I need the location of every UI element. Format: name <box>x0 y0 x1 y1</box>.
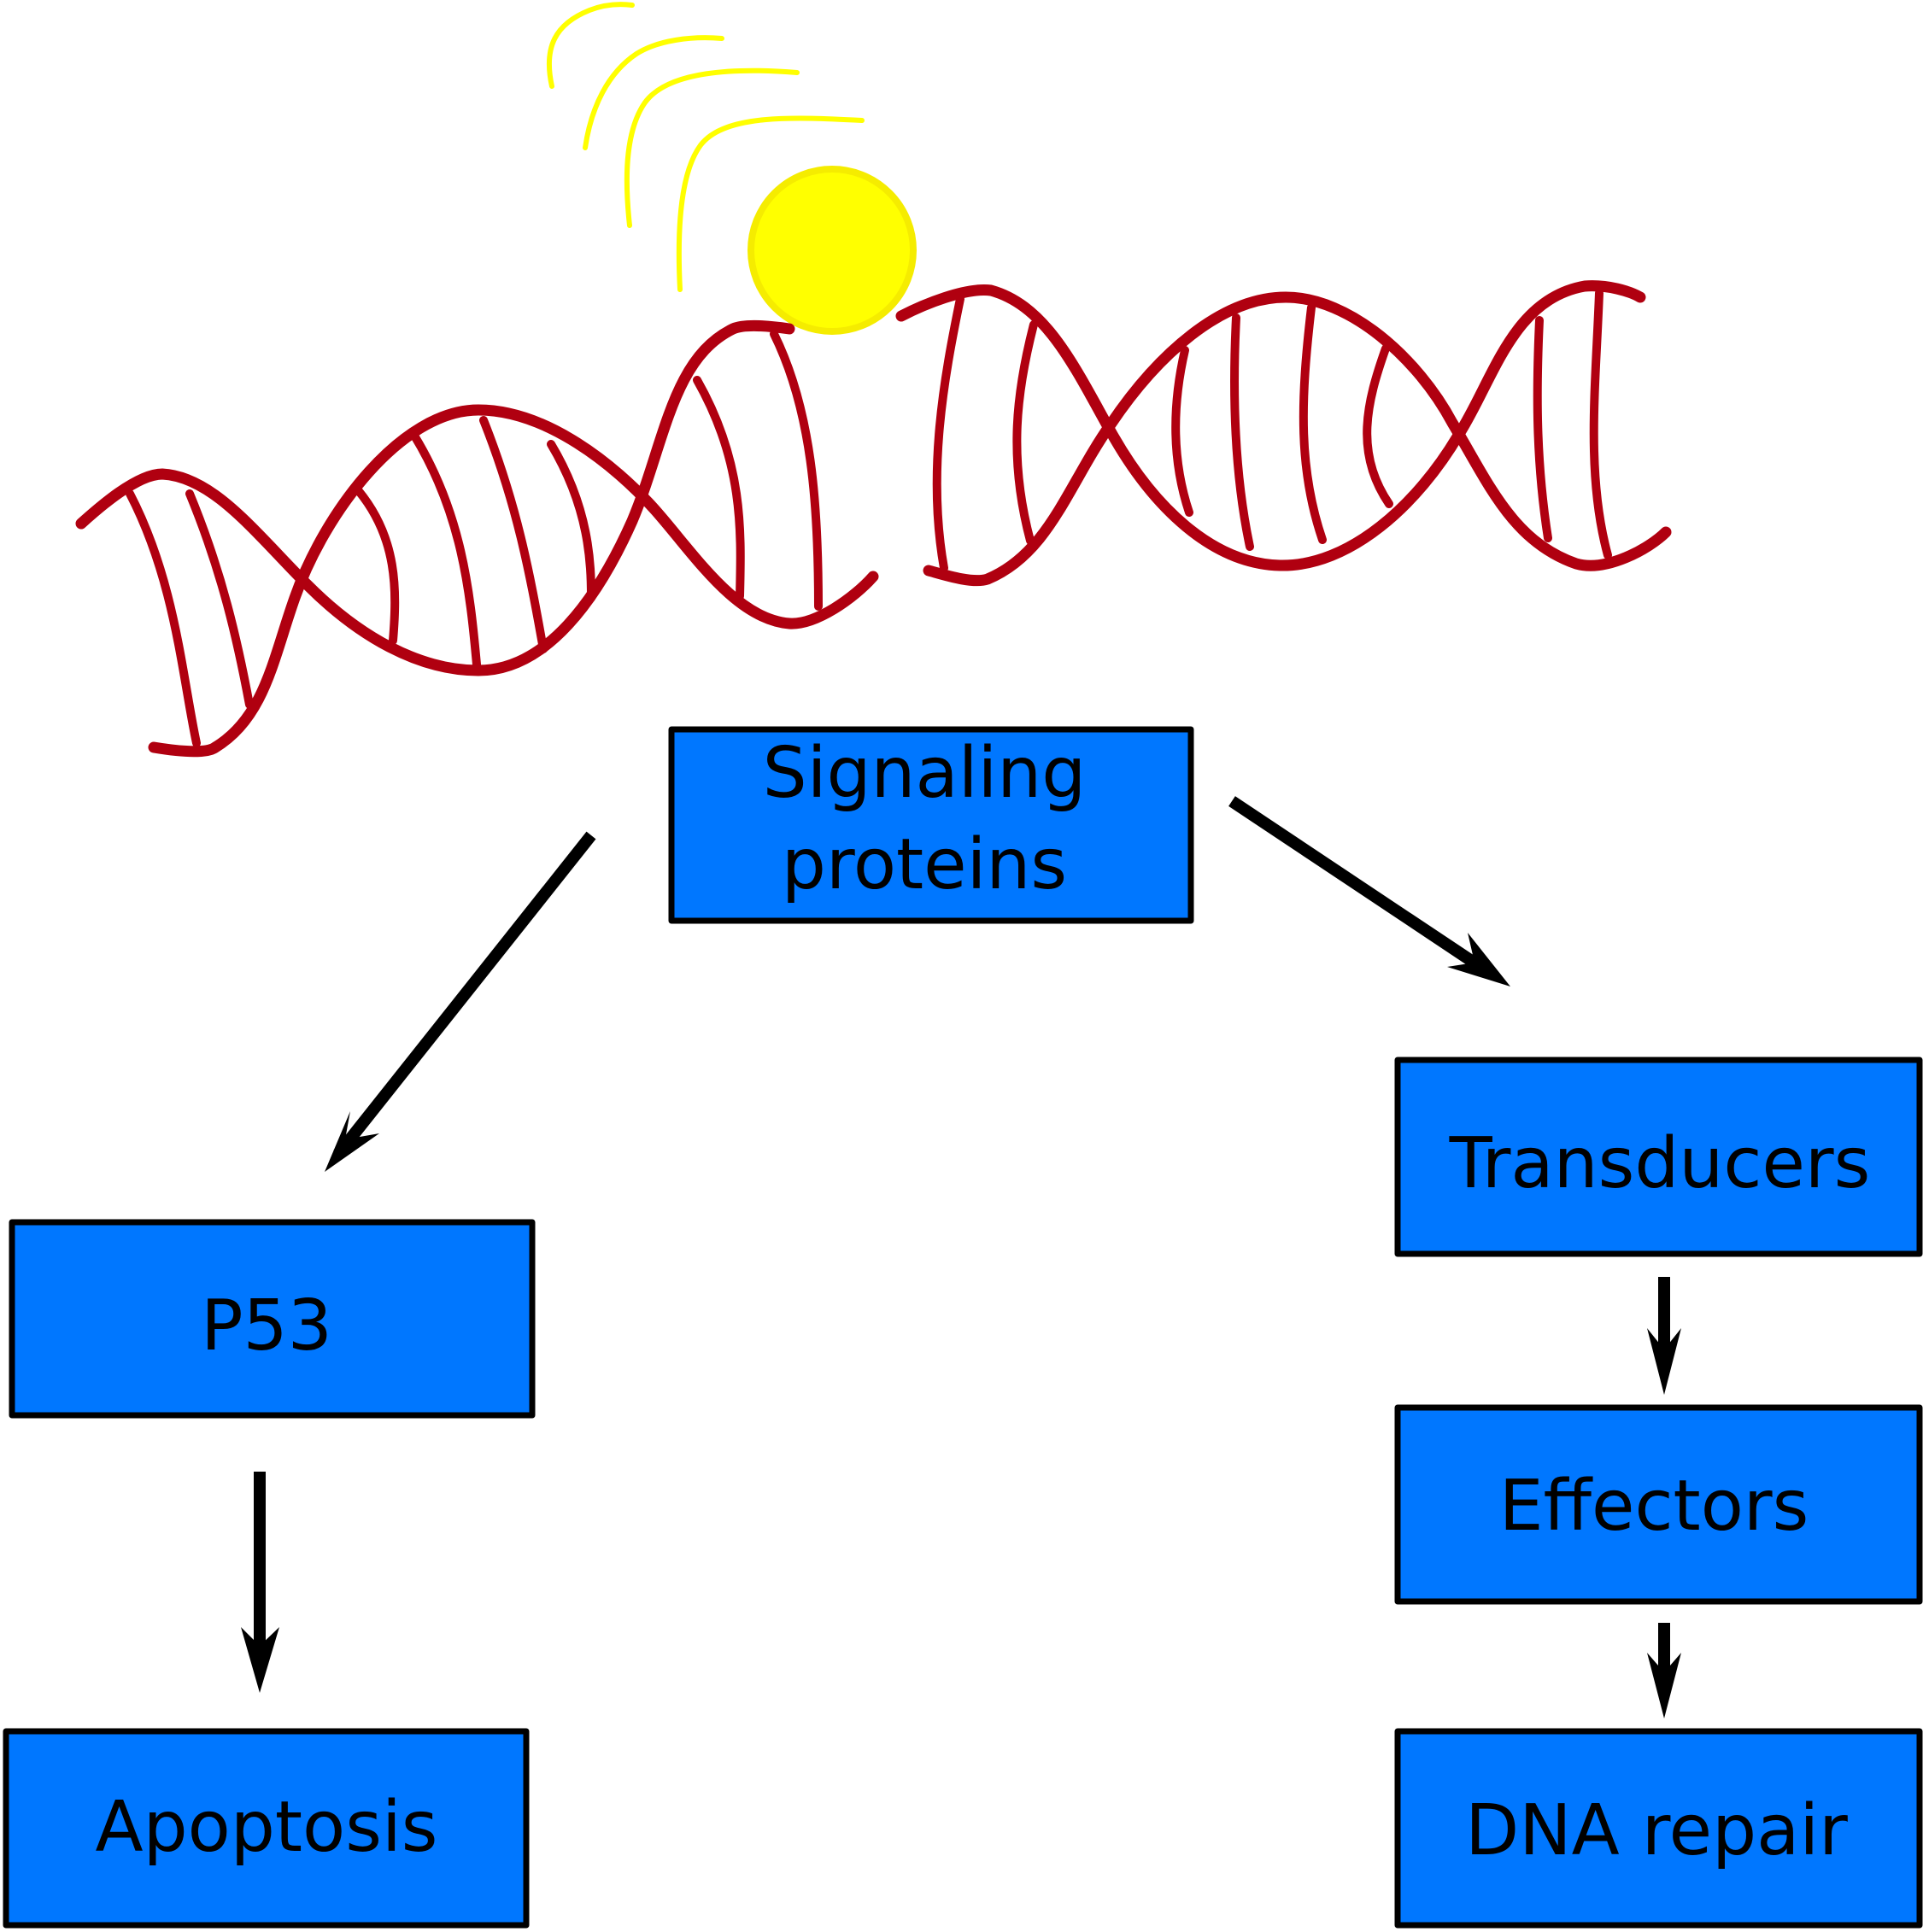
uv-wave-1-icon <box>546 2 635 89</box>
signaling-proteins-label-line1: Signaling <box>763 733 1087 814</box>
apoptosis-label: Apoptosis <box>96 1787 438 1868</box>
arrow-effectors-to-dna-repair <box>1647 1623 1681 1718</box>
dna-right-strand-a <box>895 280 1646 571</box>
dna-left-strand-b <box>148 404 879 758</box>
arrow-signaling-to-transducers <box>1228 796 1510 986</box>
transducers-label: Transducers <box>1449 1123 1871 1204</box>
uv-sun-icon <box>748 166 917 335</box>
dna-repair-box: DNA repair <box>1394 1728 1923 1929</box>
effectors-label: Effectors <box>1499 1466 1809 1547</box>
dna-right-strand-b <box>923 291 1672 587</box>
uv-wave-3-icon <box>624 67 800 228</box>
effectors-box: Effectors <box>1394 1404 1923 1605</box>
signaling-proteins-label-line2: proteins <box>782 824 1067 905</box>
apoptosis-box: Apoptosis <box>3 1728 530 1929</box>
dna-left-rungs <box>126 330 823 747</box>
p53-box: P53 <box>9 1219 536 1419</box>
uv-wave-2-icon <box>583 35 724 150</box>
arrow-transducers-to-effectors <box>1647 1277 1681 1395</box>
signaling-proteins-box: Signaling proteins <box>668 726 1194 924</box>
dna-repair-label: DNA repair <box>1465 1790 1848 1871</box>
dna-right-rungs <box>932 289 1612 572</box>
dna-double-helix-icon <box>75 280 1672 758</box>
p53-label: P53 <box>201 1285 332 1367</box>
uv-light-source-icon <box>546 2 917 335</box>
dna-left-strand-a <box>75 319 795 676</box>
uv-wave-4-icon <box>676 115 865 292</box>
transducers-box: Transducers <box>1394 1057 1923 1257</box>
arrow-signaling-to-p53 <box>325 831 596 1172</box>
arrow-p53-to-apoptosis <box>241 1472 279 1693</box>
